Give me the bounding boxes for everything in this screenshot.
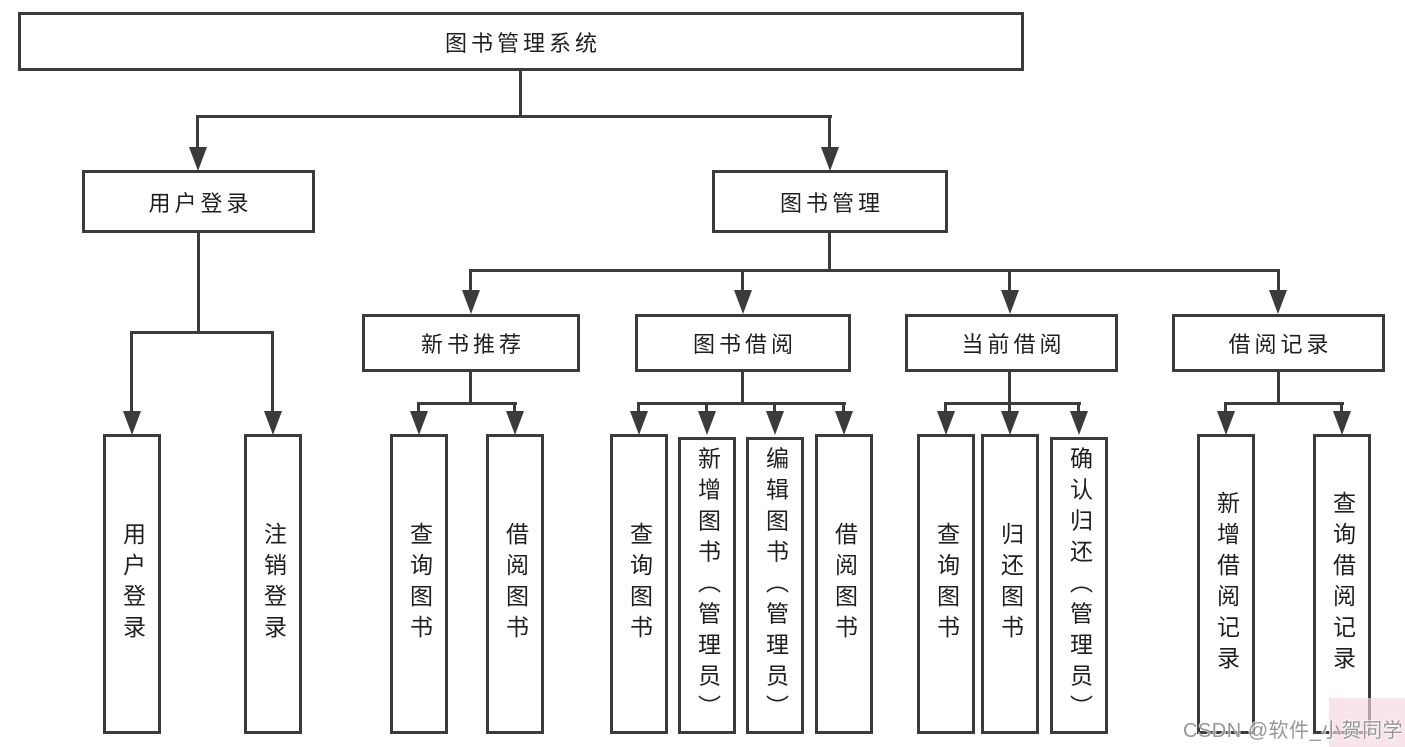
arrow-down-icon bbox=[630, 411, 648, 435]
connector-line bbox=[196, 115, 199, 151]
arrow-down-icon bbox=[410, 411, 428, 435]
leaf-user-login: 用户登录 bbox=[103, 434, 161, 734]
connector-line bbox=[271, 331, 274, 414]
connector-line bbox=[1340, 402, 1343, 418]
connector-line bbox=[469, 269, 1280, 272]
leaf-label: 借阅图书 bbox=[831, 522, 858, 646]
leaf-label: 注销登录 bbox=[260, 522, 287, 646]
arrow-down-icon bbox=[1217, 411, 1235, 435]
leaf-label: 新增图书（管理员） bbox=[694, 446, 721, 725]
arrow-down-icon bbox=[1001, 411, 1019, 435]
connector-line bbox=[741, 372, 744, 405]
leaf-borrow-books: 借阅图书 bbox=[486, 434, 544, 734]
connector-line bbox=[1277, 269, 1280, 293]
leaf-add-books-admin: 新增图书（管理员） bbox=[678, 437, 736, 734]
arrow-down-icon bbox=[835, 411, 853, 435]
arrow-down-icon bbox=[1070, 411, 1088, 435]
connector-line bbox=[130, 331, 274, 334]
arrow-down-icon bbox=[462, 290, 480, 314]
arrow-down-icon bbox=[1333, 411, 1351, 435]
leaf-label: 查询借阅记录 bbox=[1329, 491, 1356, 677]
connector-line bbox=[705, 402, 708, 418]
leaf-label: 确认归还（管理员） bbox=[1066, 446, 1093, 725]
arrow-down-icon bbox=[937, 411, 955, 435]
node-book-management: 图书管理 bbox=[712, 170, 948, 233]
leaf-confirm-return-admin: 确认归还（管理员） bbox=[1050, 437, 1108, 734]
connector-line bbox=[637, 402, 640, 418]
connector-line bbox=[944, 402, 947, 418]
arrow-down-icon bbox=[766, 411, 784, 435]
connector-line bbox=[1008, 269, 1011, 293]
arrow-down-icon bbox=[264, 411, 282, 435]
leaf-borrow-books: 借阅图书 bbox=[815, 434, 873, 734]
connector-line bbox=[1008, 402, 1011, 418]
connector-line bbox=[469, 372, 472, 405]
connector-line bbox=[842, 402, 845, 418]
connector-line bbox=[1008, 372, 1011, 405]
leaf-label: 编辑图书（管理员） bbox=[762, 446, 789, 725]
connector-line bbox=[1077, 402, 1080, 418]
connector-line bbox=[1224, 402, 1227, 418]
leaf-query-books: 查询图书 bbox=[390, 434, 448, 734]
arrow-down-icon bbox=[189, 147, 207, 171]
leaf-label: 用户登录 bbox=[119, 522, 146, 646]
leaf-add-borrow-record: 新增借阅记录 bbox=[1197, 434, 1255, 734]
connector-line bbox=[828, 115, 831, 151]
node-user-login: 用户登录 bbox=[82, 170, 315, 233]
leaf-logout: 注销登录 bbox=[244, 434, 302, 734]
node-borrow-record: 借阅记录 bbox=[1172, 314, 1385, 372]
leaf-return-books: 归还图书 bbox=[981, 434, 1039, 734]
connector-line bbox=[197, 233, 200, 333]
arrow-down-icon bbox=[506, 411, 524, 435]
watermark-text: CSDN @软件_小贺同学 bbox=[1183, 720, 1404, 742]
arrow-down-icon bbox=[821, 147, 839, 171]
leaf-label: 查询图书 bbox=[626, 522, 653, 646]
connector-line bbox=[1224, 402, 1344, 405]
node-current-borrow: 当前借阅 bbox=[905, 314, 1118, 372]
connector-line bbox=[828, 233, 831, 272]
connector-line bbox=[637, 402, 846, 405]
arrow-down-icon bbox=[123, 411, 141, 435]
connector-line bbox=[519, 71, 522, 118]
arrow-down-icon bbox=[1001, 290, 1019, 314]
leaf-edit-books-admin: 编辑图书（管理员） bbox=[746, 437, 804, 734]
arrow-down-icon bbox=[1269, 290, 1287, 314]
connector-line bbox=[741, 269, 744, 293]
connector-line bbox=[417, 402, 420, 418]
leaf-label: 新增借阅记录 bbox=[1213, 491, 1240, 677]
connector-line bbox=[773, 402, 776, 418]
connector-line bbox=[417, 402, 517, 405]
leaf-query-books: 查询图书 bbox=[917, 434, 975, 734]
connector-line bbox=[513, 402, 516, 418]
connector-line bbox=[196, 115, 832, 118]
connector-line bbox=[130, 331, 133, 414]
leaf-label: 借阅图书 bbox=[502, 522, 529, 646]
leaf-label: 归还图书 bbox=[997, 522, 1024, 646]
connector-line bbox=[944, 402, 1081, 405]
connector-line bbox=[469, 269, 472, 293]
leaf-label: 查询图书 bbox=[406, 522, 433, 646]
arrow-down-icon bbox=[698, 411, 716, 435]
leaf-query-books: 查询图书 bbox=[610, 434, 668, 734]
arrow-down-icon bbox=[734, 290, 752, 314]
node-book-borrow: 图书借阅 bbox=[635, 314, 851, 372]
node-new-book-recommend: 新书推荐 bbox=[362, 314, 580, 372]
leaf-label: 查询图书 bbox=[933, 522, 960, 646]
node-root: 图书管理系统 bbox=[18, 12, 1024, 71]
watermark-badge bbox=[1329, 698, 1405, 747]
connector-line bbox=[1277, 372, 1280, 405]
leaf-query-borrow-record: 查询借阅记录 bbox=[1313, 434, 1371, 734]
